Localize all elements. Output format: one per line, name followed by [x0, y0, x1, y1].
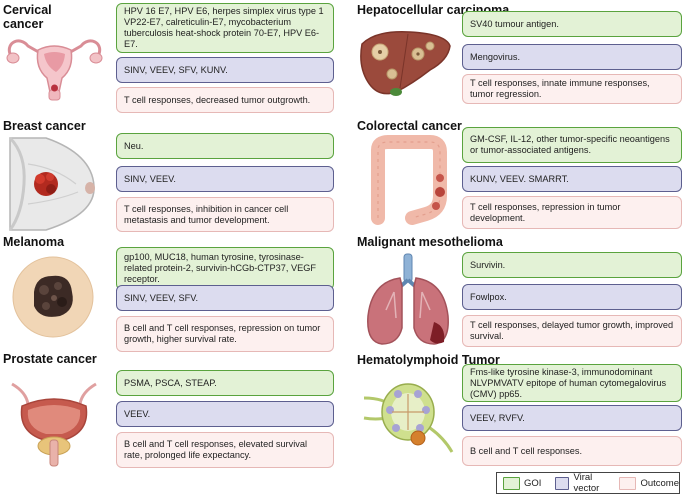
cervical-title: Cervical cancer	[3, 3, 52, 31]
colorectal-goi-text: GM-CSF, IL-12, other tumor-specific neoa…	[470, 134, 670, 155]
prostate-vector-text: VEEV.	[124, 408, 151, 419]
hematolymphoid-outcome-text: B cell and T cell responses.	[470, 445, 583, 456]
breast-outcome-box: T cell responses, inhibition in cancer c…	[116, 197, 334, 232]
cervical-goi-text: HPV 16 E7, HPV E6, herpes simplex virus …	[124, 6, 324, 49]
prostate-outcome-text: B cell and T cell responses, elevated su…	[124, 439, 307, 460]
hematolymphoid-title: Hematolymphoid Tumor	[357, 353, 500, 367]
melanoma-vector-box: SINV, VEEV, SFV.	[116, 285, 334, 311]
breast-tumor-icon	[8, 136, 95, 231]
mesothelioma-vector-box: Fowlpox.	[462, 284, 682, 310]
colorectal-outcome-text: T cell responses, repression in tumor de…	[470, 201, 621, 223]
colorectal-goi-box: GM-CSF, IL-12, other tumor-specific neoa…	[462, 127, 682, 163]
colorectal-outcome-box: T cell responses, repression in tumor de…	[462, 196, 682, 229]
melanoma-goi-text: gp100, MUC18, human tyrosine, tyrosinase…	[124, 252, 316, 284]
mesothelioma-outcome-box: T cell responses, delayed tumor growth, …	[462, 315, 682, 347]
mesothelioma-goi-text: Survivin.	[470, 259, 506, 270]
legend-label-goi: GOI	[524, 477, 542, 489]
hematolymphoid-goi-box: Fms-like tyrosine kinase-3, immunodomina…	[462, 364, 682, 402]
cervical-outcome-box: T cell responses, decreased tumor outgro…	[116, 87, 334, 113]
melanoma-vector-text: SINV, VEEV, SFV.	[124, 292, 199, 303]
melanoma-goi-box: gp100, MUC18, human tyrosine, tyrosinase…	[116, 247, 334, 290]
legend: GOI Viral vector Outcome	[496, 472, 680, 494]
hematolymphoid-vector-text: VEEV, RVFV.	[470, 412, 525, 423]
legend-swatch-vector	[555, 476, 570, 490]
hematolymphoid-outcome-box: B cell and T cell responses.	[462, 436, 682, 466]
mesothelioma-vector-text: Fowlpox.	[470, 291, 507, 302]
legend-item-outcome: Outcome	[619, 476, 679, 490]
cervical-goi-box: HPV 16 E7, HPV E6, herpes simplex virus …	[116, 3, 334, 53]
hematolymphoid-goi-text: Fms-like tyrosine kinase-3, immunodomina…	[470, 366, 667, 399]
hematolymphoid-vector-box: VEEV, RVFV.	[462, 405, 682, 431]
breast-goi-box: Neu.	[116, 133, 334, 159]
bladder-prostate-icon	[11, 382, 97, 467]
colorectal-vector-box: KUNV, VEEV. SMARRT.	[462, 166, 682, 192]
breast-vector-box: SINV, VEEV.	[116, 166, 334, 192]
prostate-goi-text: PSMA, PSCA, STEAP.	[124, 377, 217, 388]
prostate-outcome-box: B cell and T cell responses, elevated su…	[116, 432, 334, 468]
hepatocellular-vector-box: Mengovirus.	[462, 44, 682, 70]
lungs-icon	[367, 253, 449, 345]
melanoma-title: Melanoma	[3, 235, 65, 249]
hepatocellular-outcome-box: T cell responses, innate immune response…	[462, 74, 682, 104]
hepatocellular-outcome-text: T cell responses, innate immune response…	[470, 78, 650, 99]
uterus-icon	[6, 39, 103, 101]
breast-outcome-text: T cell responses, inhibition in cancer c…	[124, 203, 289, 225]
prostate-goi-box: PSMA, PSCA, STEAP.	[116, 370, 334, 396]
legend-label-outcome: Outcome	[640, 477, 679, 489]
melanoma-outcome-text: B cell and T cell responses, repression …	[124, 323, 321, 344]
breast-title: Breast cancer	[3, 119, 86, 133]
colorectal-vector-text: KUNV, VEEV. SMARRT.	[470, 173, 569, 184]
cervical-title-line1: Cervical	[3, 3, 52, 17]
melanoma-outcome-box: B cell and T cell responses, repression …	[116, 316, 334, 352]
colorectal-title: Colorectal cancer	[357, 119, 462, 133]
mesothelioma-goi-box: Survivin.	[462, 252, 682, 278]
legend-label-vector: Viral vector	[573, 472, 600, 494]
cervical-title-line2: cancer	[3, 17, 44, 31]
legend-swatch-outcome	[619, 476, 637, 490]
cervical-vector-text: SINV, VEEV, SFV, KUNV.	[124, 64, 228, 75]
legend-item-goi: GOI	[503, 476, 542, 490]
legend-item-vector: Viral vector	[555, 472, 611, 494]
prostate-vector-box: VEEV.	[116, 401, 334, 427]
mesothelioma-title: Malignant mesothelioma	[357, 235, 503, 249]
cervical-vector-box: SINV, VEEV, SFV, KUNV.	[116, 57, 334, 83]
prostate-title: Prostate cancer	[3, 352, 97, 366]
hepatocellular-goi-box: SV40 tumour antigen.	[462, 11, 682, 37]
liver-icon	[360, 31, 451, 96]
breast-goi-text: Neu.	[124, 140, 144, 151]
hepatocellular-goi-text: SV40 tumour antigen.	[470, 18, 559, 29]
breast-vector-text: SINV, VEEV.	[124, 173, 176, 184]
legend-swatch-goi	[503, 476, 520, 490]
colon-icon	[371, 135, 447, 225]
melanoma-icon	[12, 256, 94, 338]
hepatocellular-vector-text: Mengovirus.	[470, 51, 521, 62]
lymph-node-icon	[363, 383, 454, 453]
mesothelioma-outcome-text: T cell responses, delayed tumor growth, …	[470, 320, 674, 341]
cervical-outcome-text: T cell responses, decreased tumor outgro…	[124, 94, 311, 105]
